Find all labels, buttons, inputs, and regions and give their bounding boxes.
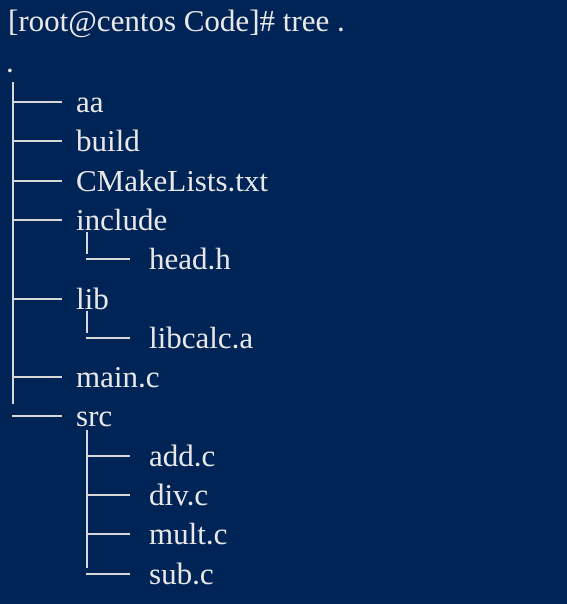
tree-entry-label: src [76, 398, 113, 433]
tree-entry: head.h [0, 239, 567, 278]
tree-entry: src [0, 396, 567, 435]
tree-connector [12, 140, 62, 142]
tree-connector [86, 573, 130, 575]
tree-entry-label: include [76, 202, 168, 237]
tree-connector [12, 180, 62, 182]
tree-entry-label: lib [76, 281, 109, 316]
tree-entry: aa [0, 82, 567, 121]
tree-entry: lib [0, 279, 567, 318]
tree-connector [86, 494, 130, 496]
tree-entry: sub.c [0, 554, 567, 593]
tree-connector [12, 101, 62, 103]
tree-entry: libcalc.a [0, 318, 567, 357]
prompt-line: [root@centos Code]# tree . [8, 3, 345, 38]
tree-entry-label: head.h [149, 241, 231, 276]
tree-entry: CMakeLists.txt [0, 161, 567, 200]
tree-connector [86, 455, 130, 457]
tree-connector [86, 337, 130, 339]
tree-entry: mult.c [0, 514, 567, 553]
tree-connector [12, 219, 62, 221]
tree-entry-label: sub.c [149, 556, 214, 591]
tree-connector [86, 533, 130, 535]
src-branch-line [86, 430, 88, 568]
tree-entry-label: add.c [149, 438, 216, 473]
tree-entry: div.c [0, 475, 567, 514]
tree-root: . [6, 44, 14, 79]
tree-entry-label: main.c [76, 359, 160, 394]
tree-connector [12, 415, 62, 417]
tree-entry-label: div.c [149, 477, 209, 512]
tree-entry-label: libcalc.a [149, 320, 254, 355]
tree-connector [12, 376, 62, 378]
tree-connector [12, 298, 62, 300]
tree-connector [86, 258, 130, 260]
tree-entry: include [0, 200, 567, 239]
lib-branch-line [86, 311, 88, 333]
tree-entry-label: aa [76, 84, 104, 119]
tree-trunk-line [12, 82, 14, 404]
tree-entry-label: mult.c [149, 516, 228, 551]
tree-entry-label: build [76, 123, 140, 158]
tree-entry: build [0, 121, 567, 160]
tree-entry: add.c [0, 436, 567, 475]
tree-entry-label: CMakeLists.txt [76, 163, 269, 198]
tree-entry: main.c [0, 357, 567, 396]
include-branch-line [86, 232, 88, 254]
